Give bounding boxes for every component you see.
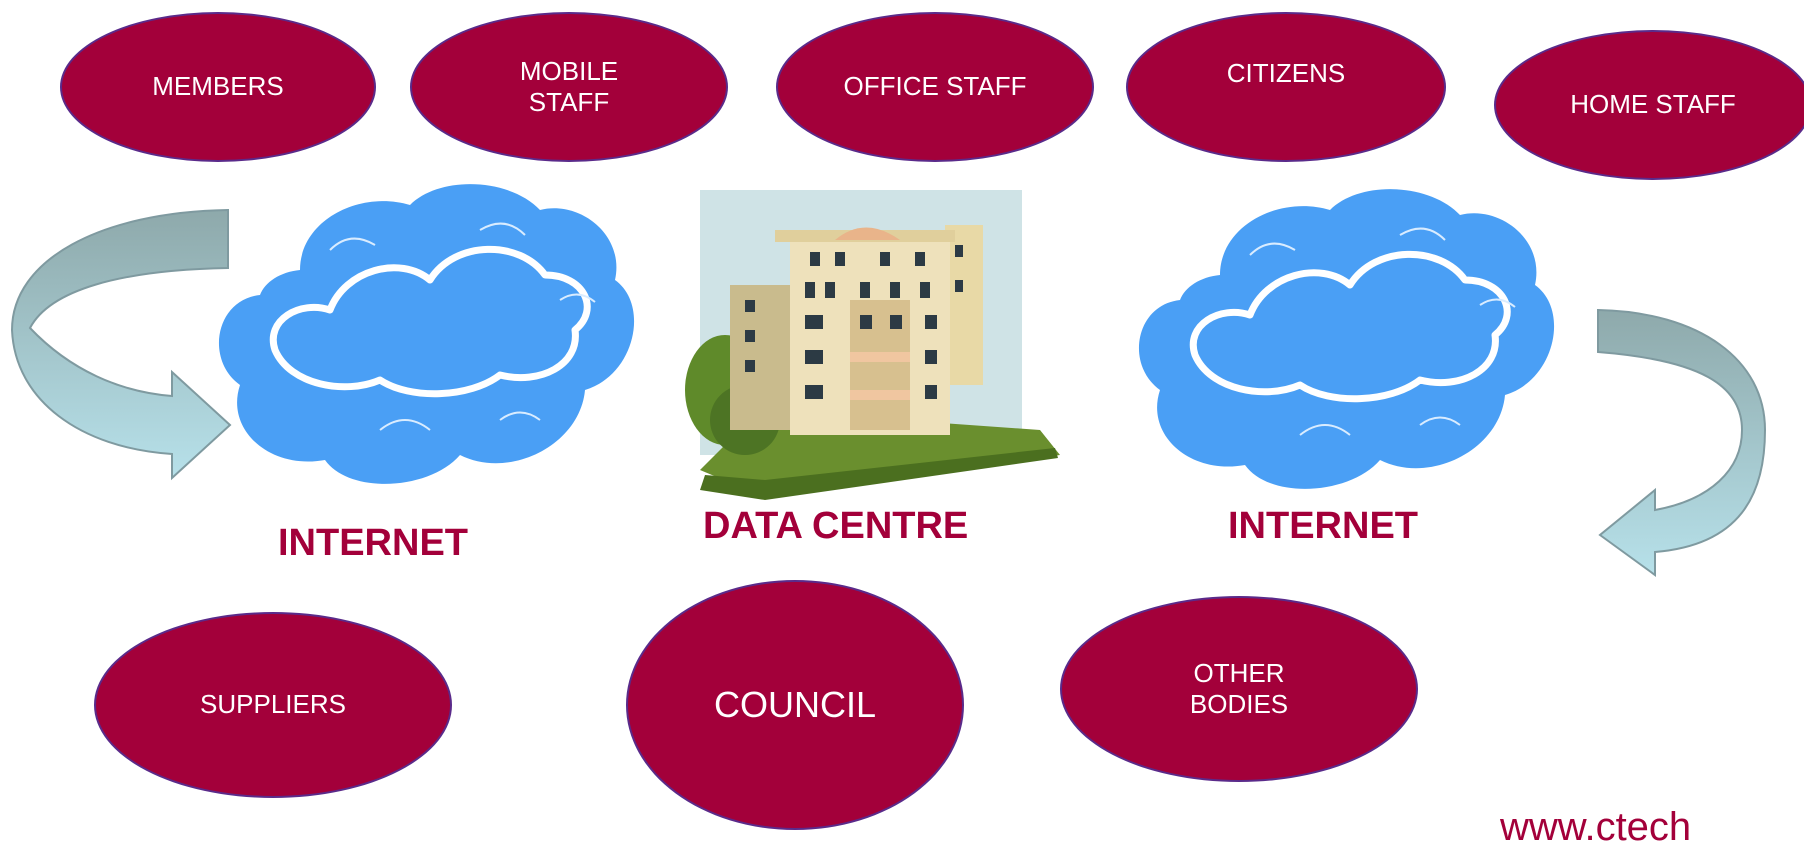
node-other-bodies: OTHER BODIES <box>1060 596 1418 782</box>
node-citizens-label: CITIZENS <box>1226 58 1346 88</box>
node-citizens: CITIZENS <box>1126 12 1446 162</box>
node-home-staff-label: HOME STAFF <box>1570 89 1736 120</box>
node-council-label: COUNCIL <box>713 684 877 726</box>
node-office-staff-label: OFFICE STAFF <box>843 71 1027 102</box>
curved-arrow-left-icon <box>10 208 232 481</box>
label-data-centre: DATA CENTRE <box>703 505 969 547</box>
node-suppliers-label: SUPPLIERS <box>200 689 346 720</box>
node-home-staff: HOME STAFF <box>1494 30 1804 180</box>
node-council: COUNCIL <box>626 580 964 830</box>
node-members-label: MEMBERS <box>152 71 284 102</box>
building-icon <box>685 190 1060 500</box>
node-other-bodies-label: OTHER BODIES <box>1189 657 1289 719</box>
curved-arrow-right-icon <box>1597 308 1767 577</box>
node-members: MEMBERS <box>60 12 376 162</box>
cloud-right-icon <box>1138 189 1555 489</box>
node-suppliers: SUPPLIERS <box>94 612 452 798</box>
label-internet-left: INTERNET <box>278 522 468 564</box>
diagram-graphics <box>10 184 1767 577</box>
label-internet-right: INTERNET <box>1228 505 1418 547</box>
node-mobile-staff: MOBILE STAFF <box>410 12 728 162</box>
node-mobile-staff-label: MOBILE STAFF <box>519 55 619 117</box>
node-office-staff: OFFICE STAFF <box>776 12 1094 162</box>
footer-url: www.ctech <box>1500 805 1692 849</box>
cloud-left-icon <box>218 184 635 484</box>
